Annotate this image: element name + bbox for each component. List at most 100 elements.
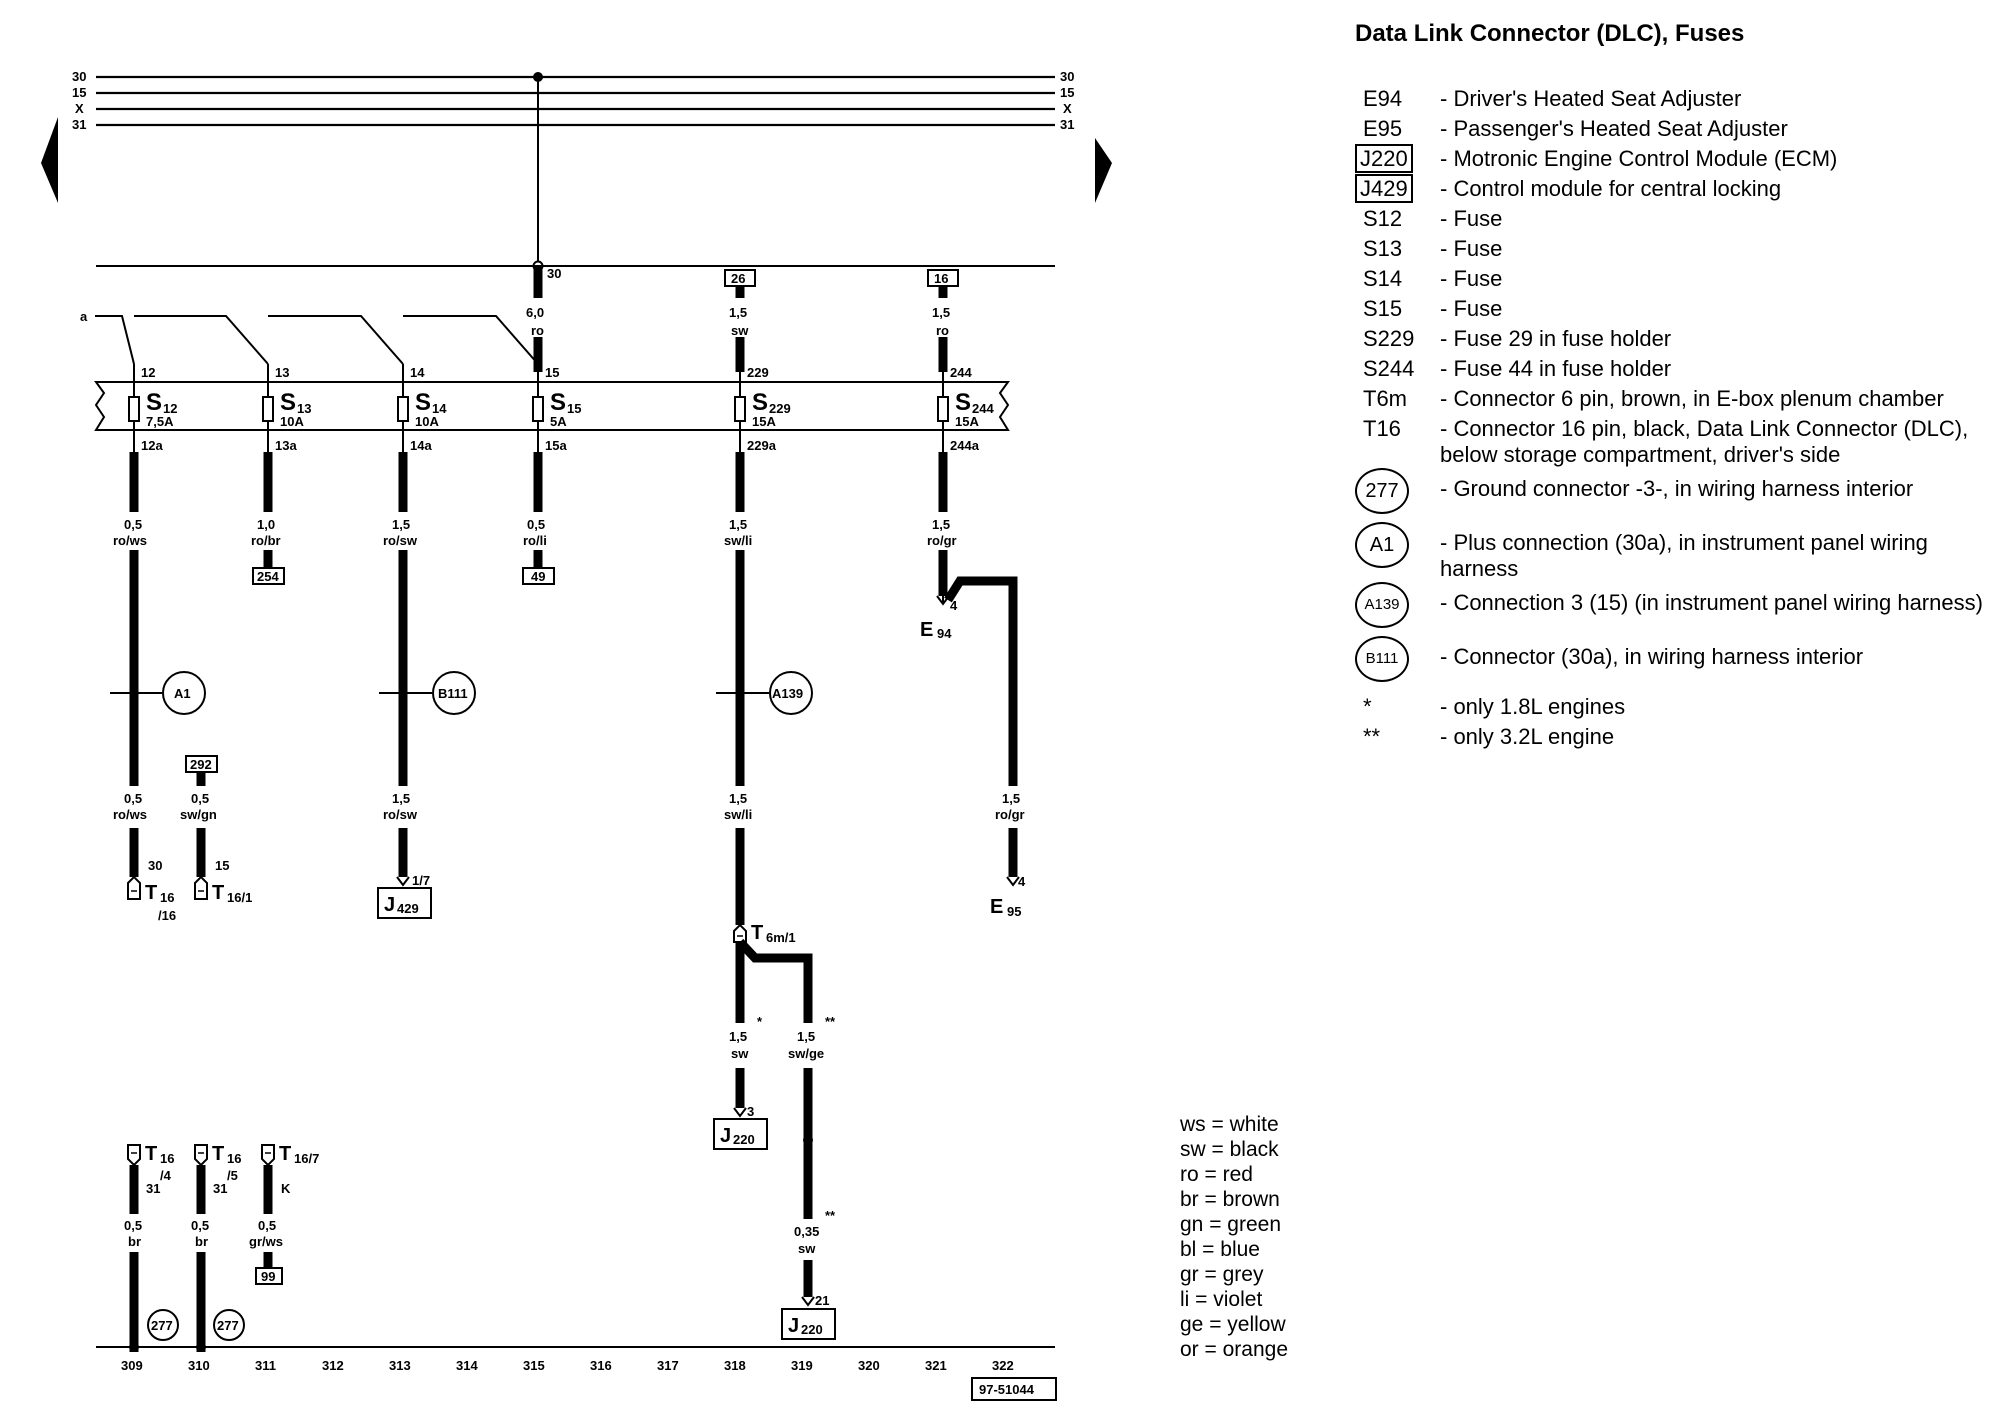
svg-text:3: 3 xyxy=(747,1104,754,1119)
svg-text:15A: 15A xyxy=(955,414,979,429)
legend-description: - Fuse xyxy=(1440,206,1503,231)
legend-item: B111- Connector (30a), in wiring harness… xyxy=(1355,636,1995,690)
legend-item: E95- Passenger's Heated Seat Adjuster xyxy=(1355,116,1995,142)
supply-wire-color-26: sw xyxy=(731,323,749,338)
connector-t16-16[interactable]: T 16 /16 xyxy=(127,875,176,923)
component-j429[interactable]: 1/7 J 429 xyxy=(377,873,432,919)
track-number: 318 xyxy=(724,1358,746,1373)
svg-text:220: 220 xyxy=(733,1132,755,1147)
bus-label-x-left: X xyxy=(75,101,84,116)
fuse-s12[interactable]: 12 S 12 7,5A 12a xyxy=(128,364,177,453)
legend-code: J429 xyxy=(1355,174,1425,203)
terminal-30-label: 30 xyxy=(547,266,561,281)
legend-code: S15 xyxy=(1363,296,1403,321)
wiring-diagram: 30 15 X 31 30 15 X 31 30 6,0 ro 26 1,5 s… xyxy=(41,69,1112,1401)
ground-277-b[interactable]: 277 xyxy=(213,1309,245,1341)
diagram-id: 97-51044 xyxy=(979,1382,1035,1397)
component-e95[interactable]: 4 E 95 xyxy=(990,874,1026,919)
wire-color: sw/gn xyxy=(180,807,217,822)
wire-size: 0,5 xyxy=(191,1218,209,1233)
fuse-s15[interactable]: 15 S 15 5A 15a xyxy=(532,364,581,453)
svg-text:S: S xyxy=(550,389,566,416)
svg-text:12: 12 xyxy=(163,401,177,416)
ground-dot xyxy=(129,1342,139,1352)
ref-box-49-label: 49 xyxy=(531,569,545,584)
track-number: 321 xyxy=(925,1358,947,1373)
wire-size: 1,5 xyxy=(932,517,950,532)
connector-t6m-1[interactable]: T 6m/1 xyxy=(733,922,796,945)
connector-t16-1[interactable]: T 16/1 xyxy=(194,875,252,905)
wire-size: 0,5 xyxy=(124,1218,142,1233)
legend-code: * xyxy=(1363,694,1372,719)
legend-description: - Plus connection (30a), in instrument p… xyxy=(1440,530,1928,581)
bus-label-15-left: 15 xyxy=(72,85,86,100)
wire-size: 1,5 xyxy=(729,1029,747,1044)
splice-a1[interactable]: A1 xyxy=(110,671,206,715)
ref-box-99 xyxy=(255,1267,283,1285)
svg-text:/16: /16 xyxy=(158,908,176,923)
legend-code-boxed: J220 xyxy=(1355,144,1413,173)
svg-text:15: 15 xyxy=(545,365,559,380)
legend-symbol-circle: A1 xyxy=(1355,522,1409,568)
wire-color: sw/li xyxy=(724,807,752,822)
connector-t16-5[interactable]: T 16 /5 xyxy=(194,1143,241,1183)
svg-text:429: 429 xyxy=(397,901,419,916)
note-marker: * xyxy=(757,1014,763,1029)
legend-item: T6m- Connector 6 pin, brown, in E-box pl… xyxy=(1355,386,1995,412)
page-prev-arrow-icon[interactable] xyxy=(41,117,58,203)
legend-description: - Passenger's Heated Seat Adjuster xyxy=(1440,116,1788,141)
wire-color: ro/sw xyxy=(383,533,418,548)
splice-b111[interactable]: B111 xyxy=(379,671,476,715)
color-code-entry: or = orange xyxy=(1180,1338,1288,1361)
bus-label-15-right: 15 xyxy=(1060,85,1074,100)
splice-a139[interactable]: A139 xyxy=(716,671,813,715)
fuse-s244[interactable]: 244 S 244 15A 244a xyxy=(937,364,994,453)
fuse-s13[interactable]: 13 S 13 10A 13a xyxy=(262,364,311,453)
connector-t16-4[interactable]: T 16 /4 xyxy=(127,1143,174,1183)
legend-item: S229- Fuse 29 in fuse holder xyxy=(1355,326,1995,352)
component-j220-pin3[interactable]: 3 J 220 xyxy=(713,1104,768,1150)
svg-text:244: 244 xyxy=(972,401,994,416)
track-number: 322 xyxy=(992,1358,1014,1373)
legend-description: - Motronic Engine Control Module (ECM) xyxy=(1440,146,1838,171)
legend-code: T6m xyxy=(1363,386,1407,411)
track-number: 315 xyxy=(523,1358,545,1373)
svg-text:T: T xyxy=(751,922,763,944)
color-code-entry: gr = grey xyxy=(1180,1263,1264,1286)
circuit-label: 31 xyxy=(213,1181,227,1196)
ground-277-a[interactable]: 277 xyxy=(147,1309,179,1341)
connector-t16-7[interactable]: T 16/7 xyxy=(261,1143,319,1167)
color-code-entry: li = violet xyxy=(1180,1288,1263,1311)
svg-text:16: 16 xyxy=(160,1151,174,1166)
legend-symbol-circle: 277 xyxy=(1355,468,1409,514)
legend-description: - Fuse 44 in fuse holder xyxy=(1440,356,1672,381)
track-number: 319 xyxy=(791,1358,813,1373)
svg-text:E: E xyxy=(990,896,1003,918)
legend-panel: Data Link Connector (DLC), Fuses E94- Dr… xyxy=(1355,20,1995,754)
component-e94[interactable]: 4 E 94 xyxy=(920,595,958,641)
svg-text:T: T xyxy=(145,882,157,904)
page-next-arrow-icon[interactable] xyxy=(1095,138,1112,203)
legend-item: S244- Fuse 44 in fuse holder xyxy=(1355,356,1995,382)
component-j220-pin21[interactable]: 21 J 220 xyxy=(781,1293,836,1340)
svg-text:277: 277 xyxy=(151,1318,173,1333)
bus-label-31-right: 31 xyxy=(1060,117,1074,132)
track-number: 313 xyxy=(389,1358,411,1373)
legend-description: - only 3.2L engine xyxy=(1440,724,1615,749)
legend-symbol-circle: B111 xyxy=(1355,636,1409,682)
svg-text:21: 21 xyxy=(815,1293,829,1308)
svg-text:/5: /5 xyxy=(227,1168,238,1183)
svg-text:J: J xyxy=(720,1125,731,1147)
fuse-s229[interactable]: 229 S 229 15A 229a xyxy=(734,364,791,453)
legend-item: J220 - Motronic Engine Control Module (EC… xyxy=(1355,144,1995,173)
supply-wire-color-16: ro xyxy=(936,323,949,338)
svg-text:B111: B111 xyxy=(438,686,468,701)
legend-description: - Fuse xyxy=(1440,236,1503,261)
legend-description: - Control module for central locking xyxy=(1440,176,1782,201)
supply-wire-size: 6,0 xyxy=(526,305,544,320)
fuse-s14[interactable]: 14 S 14 10A 14a xyxy=(397,364,447,453)
branch-a-lines xyxy=(95,315,539,365)
ground-dot xyxy=(196,1342,206,1352)
ref-box-292 xyxy=(185,755,218,773)
